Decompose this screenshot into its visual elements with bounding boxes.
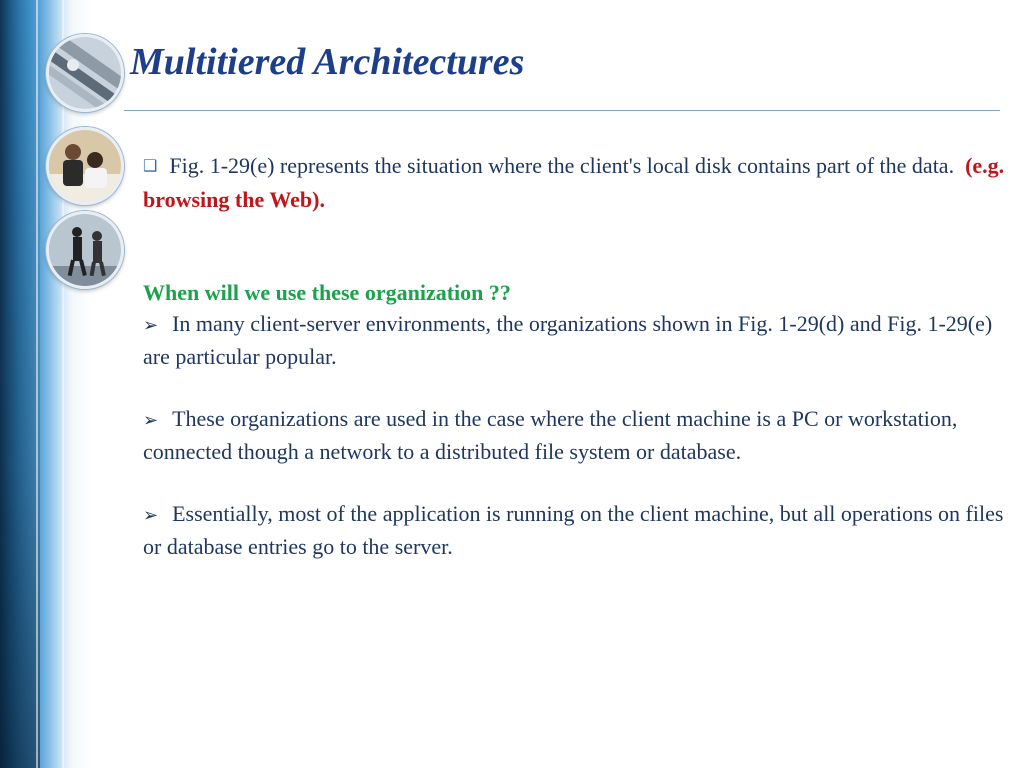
arrow-bullet-icon: ➢ (143, 315, 159, 335)
photo-circle-walking (46, 211, 124, 289)
square-bullet-icon: ❑ (143, 158, 158, 175)
bullet-text: In many client-server environments, the … (143, 311, 993, 369)
band-stripe (62, 0, 64, 768)
photo-circle-keyboard (46, 34, 124, 112)
bullet-text: Essentially, most of the application is … (143, 501, 1004, 559)
arrow-bullet-icon: ➢ (143, 410, 159, 430)
band-stripe (36, 0, 38, 768)
spacer (143, 215, 1013, 277)
spacer (143, 467, 1013, 498)
bullet-item: ❑ Fig. 1-29(e) represents the situation w… (143, 150, 1013, 215)
bullet-text: These organizations are used in the case… (143, 406, 958, 464)
bullet-item: ➢Essentially, most of the application is… (143, 498, 1013, 562)
photo-circle-people (46, 127, 124, 205)
arrow-bullet-icon: ➢ (143, 505, 159, 525)
title-divider (124, 110, 1000, 111)
bullet-item: ➢These organizations are used in the cas… (143, 403, 1013, 467)
spacer (143, 372, 1013, 403)
highlight-example: (e.g. browsing the Web). (143, 153, 1005, 212)
left-band-shade (0, 0, 40, 768)
bullet-item: ➢In many client-server environments, the… (143, 308, 1013, 372)
slide-body: ❑ Fig. 1-29(e) represents the situation w… (143, 150, 1013, 562)
slide-title: Multitiered Architectures (130, 41, 525, 83)
bullet-text: Fig. 1-29(e) represents the situation wh… (169, 153, 955, 178)
question-heading: When will we use these organization ?? (143, 280, 511, 305)
